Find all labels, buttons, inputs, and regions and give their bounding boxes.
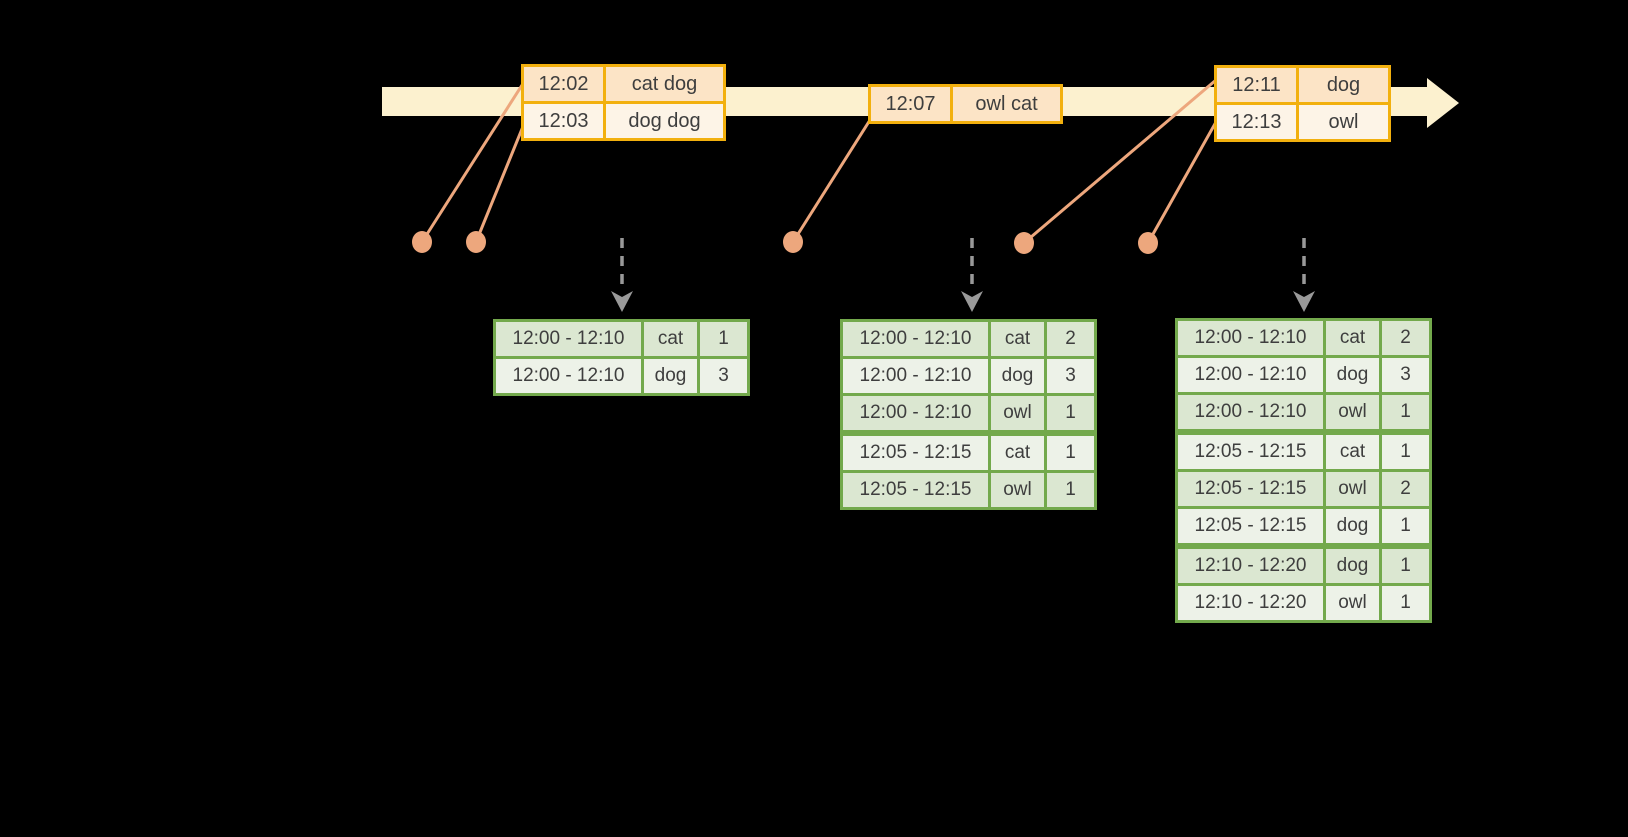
result-row: 12:10 - 12:20 owl 1 xyxy=(1178,586,1429,620)
event-time-cell: 12:02 xyxy=(524,67,603,101)
window-cell: 12:10 - 12:20 xyxy=(1178,586,1323,620)
event-connector-line xyxy=(420,81,526,243)
event-connector-line xyxy=(1023,78,1217,245)
word-cell: dog xyxy=(1326,358,1379,392)
word-cell: cat xyxy=(991,436,1044,470)
event-time-cell: 12:13 xyxy=(1217,105,1296,139)
result-table-1: 12:00 - 12:10 cat 1 12:00 - 12:10 dog 3 xyxy=(493,319,750,396)
count-cell: 1 xyxy=(1382,509,1429,543)
event-row: 12:03 dog dog xyxy=(524,104,723,138)
count-cell: 1 xyxy=(1382,586,1429,620)
event-table-1207: 12:07 owl cat xyxy=(868,84,1063,124)
window-cell: 12:00 - 12:10 xyxy=(1178,321,1323,355)
window-cell: 12:00 - 12:10 xyxy=(496,359,641,393)
window-cell: 12:00 - 12:10 xyxy=(843,359,988,393)
count-cell: 1 xyxy=(700,322,747,356)
count-cell: 1 xyxy=(1047,436,1094,470)
window-cell: 12:00 - 12:10 xyxy=(496,322,641,356)
word-cell: owl xyxy=(1326,395,1379,429)
window-cell: 12:00 - 12:10 xyxy=(1178,358,1323,392)
event-connector-line xyxy=(1146,121,1218,244)
event-words-cell: dog xyxy=(1299,68,1388,102)
window-cell: 12:05 - 12:15 xyxy=(1178,472,1323,506)
event-dot xyxy=(783,231,803,253)
result-table-2: 12:00 - 12:10 cat 2 12:00 - 12:10 dog 3 … xyxy=(840,319,1097,510)
word-cell: dog xyxy=(1326,549,1379,583)
trigger-arrowhead-icon xyxy=(961,291,983,312)
event-time-cell: 12:03 xyxy=(524,104,603,138)
count-cell: 3 xyxy=(1047,359,1094,393)
event-words-cell: owl cat xyxy=(953,87,1060,121)
count-cell: 1 xyxy=(1382,435,1429,469)
event-table-1211: 12:11 dog 12:13 owl xyxy=(1214,65,1391,142)
word-cell: cat xyxy=(1326,321,1379,355)
word-cell: owl xyxy=(991,396,1044,430)
window-cell: 12:05 - 12:15 xyxy=(843,436,988,470)
result-row: 12:00 - 12:10 cat 1 xyxy=(496,322,747,356)
trigger-arrowhead-icon xyxy=(611,291,633,312)
word-cell: cat xyxy=(644,322,697,356)
result-row: 12:00 - 12:10 dog 3 xyxy=(843,359,1094,393)
event-words-cell: cat dog xyxy=(606,67,723,101)
word-cell: owl xyxy=(1326,472,1379,506)
result-row: 12:00 - 12:10 cat 2 xyxy=(843,322,1094,356)
window-cell: 12:05 - 12:15 xyxy=(1178,435,1323,469)
result-row: 12:05 - 12:15 cat 1 xyxy=(1178,435,1429,469)
result-row: 12:10 - 12:20 dog 1 xyxy=(1178,549,1429,583)
event-time-cell: 12:07 xyxy=(871,87,950,121)
window-cell: 12:05 - 12:15 xyxy=(1178,509,1323,543)
event-row: 12:07 owl cat xyxy=(871,87,1060,121)
count-cell: 3 xyxy=(1382,358,1429,392)
window-cell: 12:05 - 12:15 xyxy=(843,473,988,507)
result-row: 12:05 - 12:15 owl 1 xyxy=(843,473,1094,507)
count-cell: 2 xyxy=(1047,322,1094,356)
word-cell: owl xyxy=(991,473,1044,507)
event-dot xyxy=(466,231,486,253)
event-row: 12:11 dog xyxy=(1217,68,1388,102)
word-cell: dog xyxy=(1326,509,1379,543)
count-cell: 2 xyxy=(1382,321,1429,355)
word-cell: cat xyxy=(1326,435,1379,469)
result-row: 12:00 - 12:10 owl 1 xyxy=(843,396,1094,430)
event-dot xyxy=(1014,232,1034,254)
result-row: 12:00 - 12:10 dog 3 xyxy=(496,359,747,393)
count-cell: 3 xyxy=(700,359,747,393)
result-row: 12:05 - 12:15 cat 1 xyxy=(843,436,1094,470)
word-cell: cat xyxy=(991,322,1044,356)
event-table-1202: 12:02 cat dog 12:03 dog dog xyxy=(521,64,726,141)
word-cell: dog xyxy=(991,359,1044,393)
result-row: 12:00 - 12:10 owl 1 xyxy=(1178,395,1429,429)
event-words-cell: owl xyxy=(1299,105,1388,139)
result-row: 12:05 - 12:15 dog 1 xyxy=(1178,509,1429,543)
window-cell: 12:00 - 12:10 xyxy=(1178,395,1323,429)
window-cell: 12:00 - 12:10 xyxy=(843,322,988,356)
window-cell: 12:10 - 12:20 xyxy=(1178,549,1323,583)
event-connector-line xyxy=(474,123,526,243)
word-cell: owl xyxy=(1326,586,1379,620)
event-row: 12:02 cat dog xyxy=(524,67,723,101)
event-connector-line xyxy=(791,119,872,243)
count-cell: 2 xyxy=(1382,472,1429,506)
count-cell: 1 xyxy=(1047,473,1094,507)
timeline-arrowhead-icon xyxy=(1427,78,1459,128)
event-dot xyxy=(1138,232,1158,254)
word-cell: dog xyxy=(644,359,697,393)
result-row: 12:00 - 12:10 dog 3 xyxy=(1178,358,1429,392)
count-cell: 1 xyxy=(1382,395,1429,429)
result-table-3: 12:00 - 12:10 cat 2 12:00 - 12:10 dog 3 … xyxy=(1175,318,1432,623)
window-cell: 12:00 - 12:10 xyxy=(843,396,988,430)
event-words-cell: dog dog xyxy=(606,104,723,138)
event-dot xyxy=(412,231,432,253)
event-row: 12:13 owl xyxy=(1217,105,1388,139)
trigger-arrowhead-icon xyxy=(1293,291,1315,312)
count-cell: 1 xyxy=(1382,549,1429,583)
result-row: 12:00 - 12:10 cat 2 xyxy=(1178,321,1429,355)
count-cell: 1 xyxy=(1047,396,1094,430)
event-time-cell: 12:11 xyxy=(1217,68,1296,102)
result-row: 12:05 - 12:15 owl 2 xyxy=(1178,472,1429,506)
